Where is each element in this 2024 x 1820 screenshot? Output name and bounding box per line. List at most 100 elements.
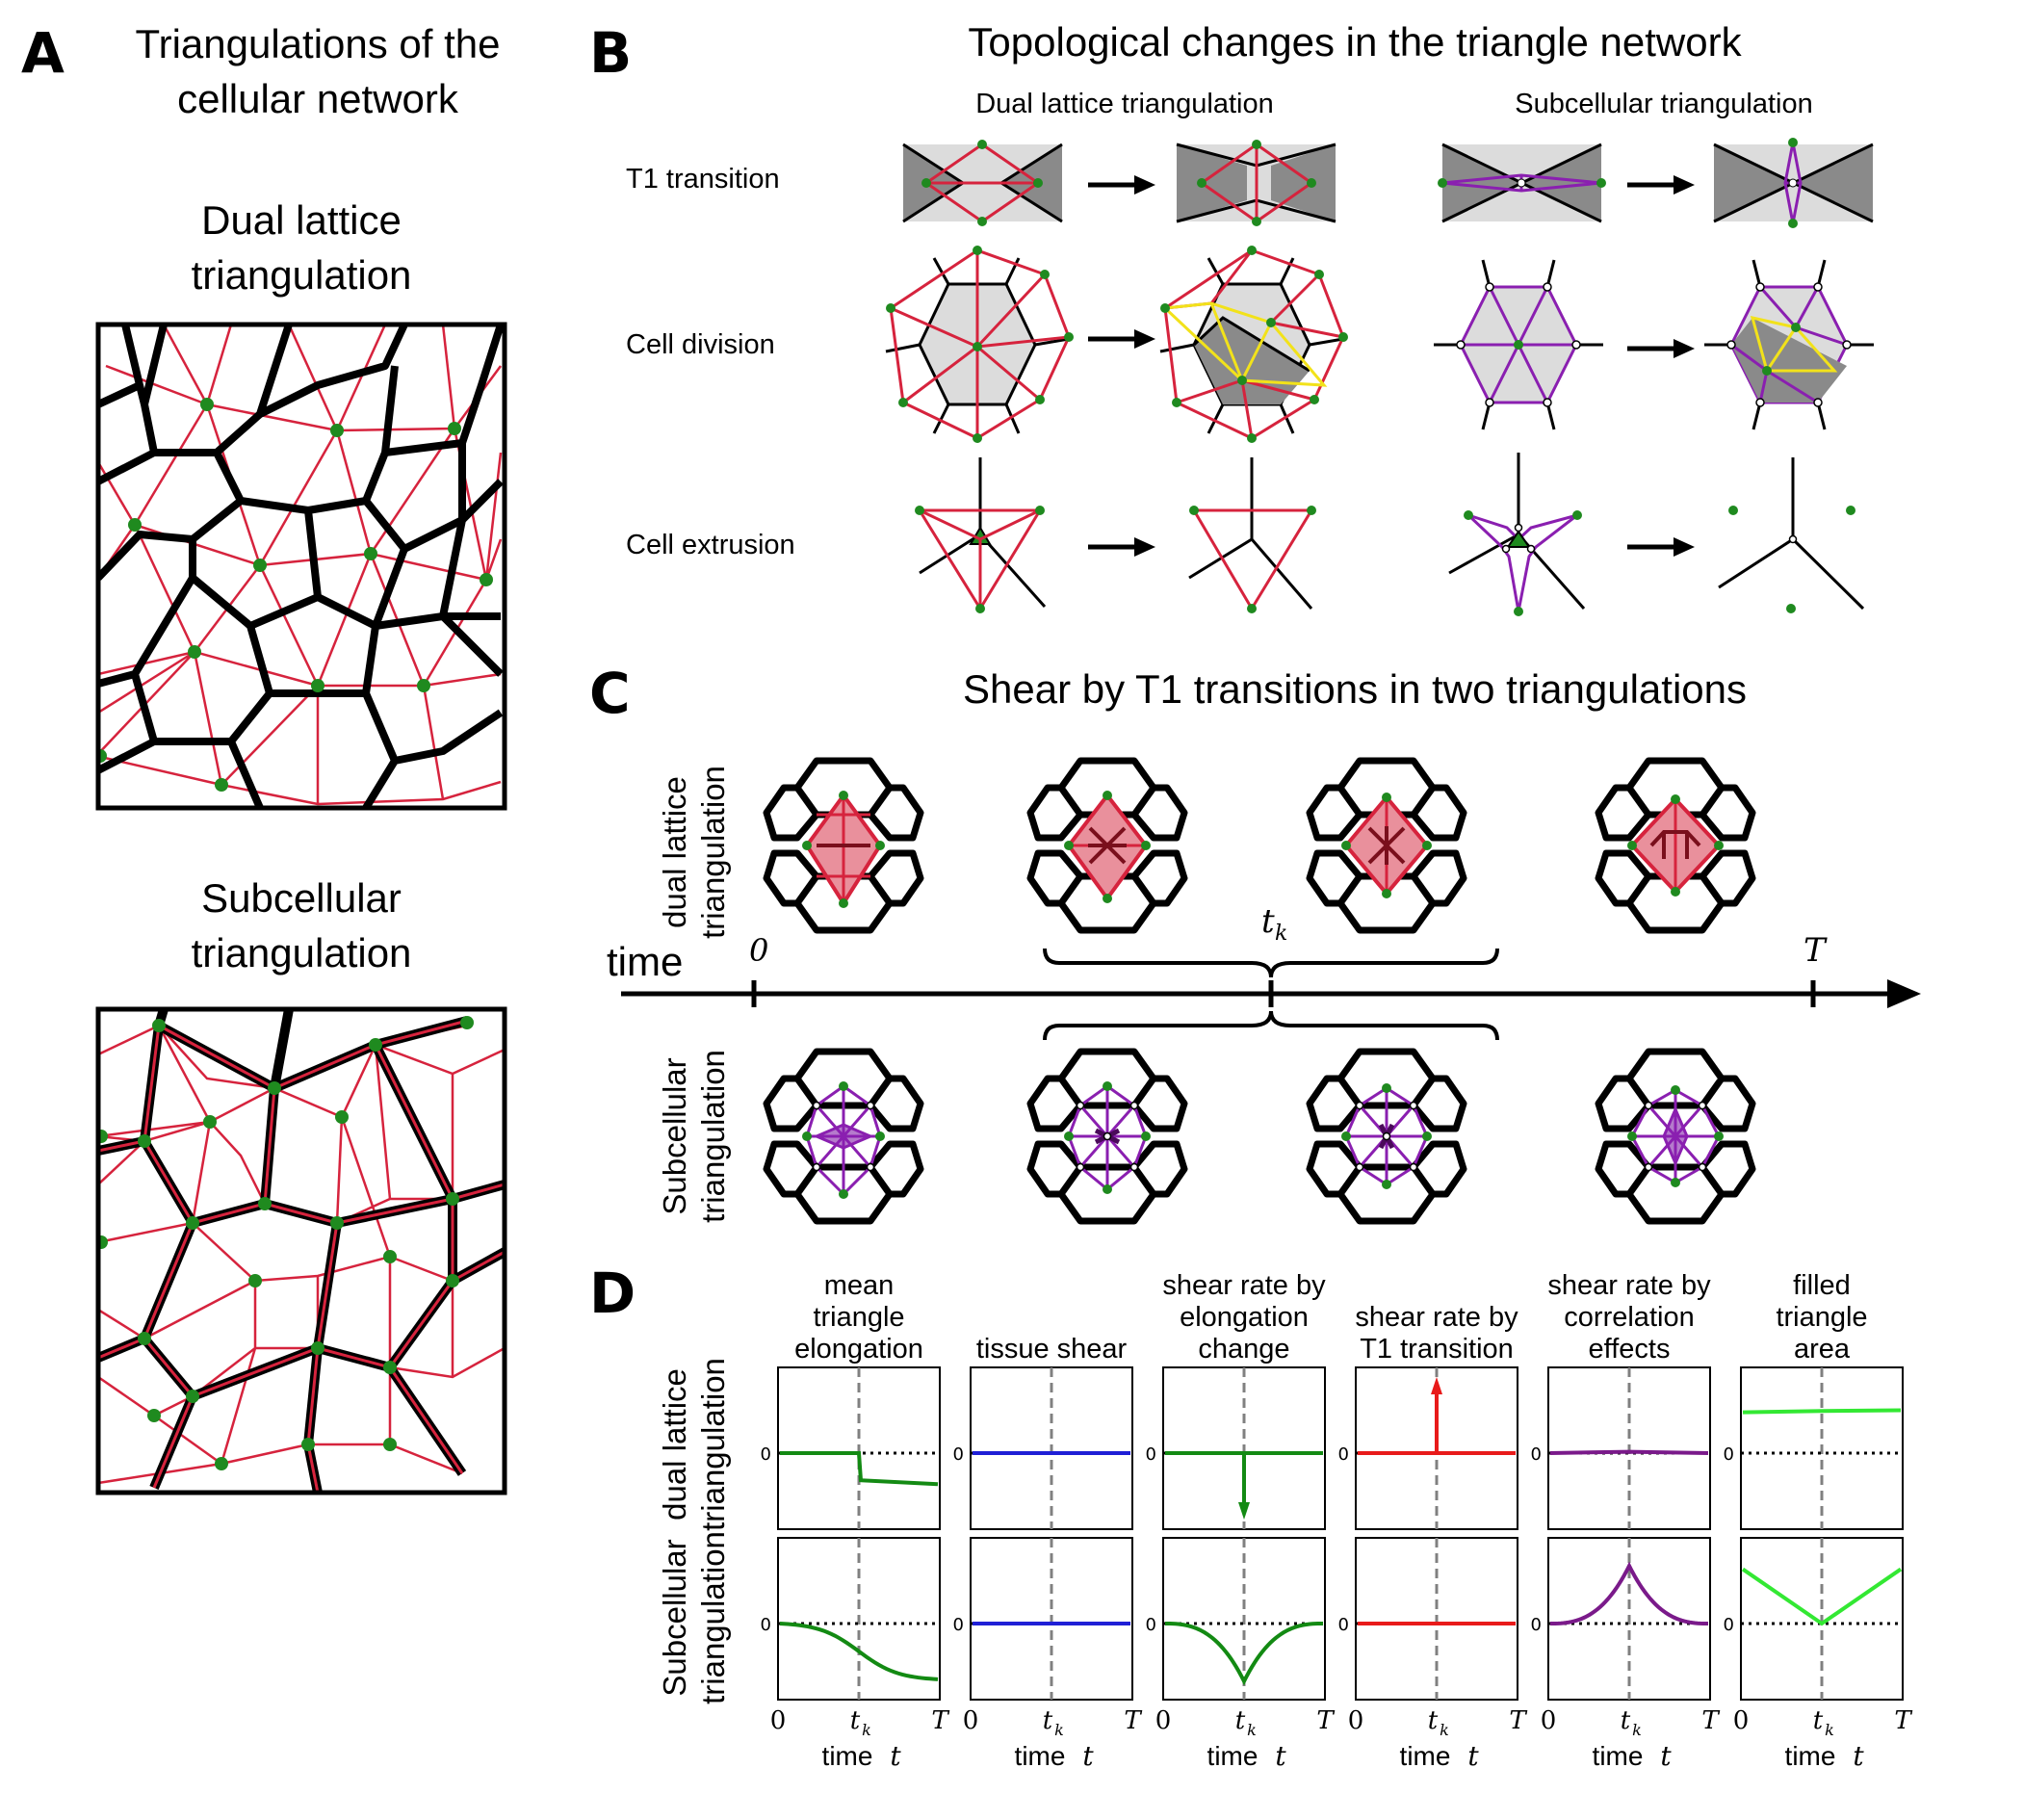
panel-d-xlabel-var: t (1275, 1740, 1286, 1772)
panel-a-dual-label-2: triangulation (192, 252, 412, 298)
panel-a-sub-label-2: triangulation (192, 930, 412, 975)
panel-d-zero-tick: 0 (1146, 1444, 1156, 1465)
panel-d-zero-tick: 0 (1531, 1444, 1542, 1465)
panel-d-xtick-tk-sub: k (1825, 1721, 1834, 1739)
panel-d-series-line (1742, 1408, 1902, 1415)
panel-d-delta-head (1238, 1502, 1250, 1520)
panel-c-sub-cluster-3 (1310, 1052, 1464, 1221)
panel-a-title-2: cellular network (177, 76, 459, 121)
panel-c-title: Shear by T1 transitions in two triangula… (963, 666, 1747, 712)
panel-d-letter: D (589, 1261, 636, 1326)
panel-d-xtick-0: 0 (1541, 1706, 1557, 1735)
panel-d-xlabel-var: t (1853, 1740, 1864, 1772)
panel-c-tick-T: T (1803, 931, 1828, 970)
panel-d-xlabel: time (1400, 1741, 1451, 1771)
panel-d-col-title: correlation (1564, 1302, 1694, 1333)
panel-c-sub-cluster-4 (1598, 1052, 1752, 1221)
panel-b-row-division: Cell division (626, 329, 775, 360)
panel-d-xtick-0: 0 (770, 1706, 787, 1735)
extrusion-dual-after (1188, 457, 1316, 613)
panel-c-tick-tk-sub: k (1275, 922, 1287, 946)
panel-d-row-sub-2: triangulation (695, 1531, 731, 1704)
panel-d-xtick-tk-sub: k (1440, 1721, 1449, 1739)
panel-d-xlabel: time (1015, 1741, 1066, 1771)
t1-dual-before (902, 140, 1063, 226)
panel-c-sub-cluster-1 (766, 1052, 921, 1221)
panel-d-xlabel-var: t (890, 1740, 901, 1772)
panel-a-sub-label-1: Subcellular (201, 875, 402, 921)
division-sub-after (1704, 259, 1874, 430)
extrusion-sub-before (1448, 453, 1586, 616)
panel-d-xtick-tk-sub: k (1054, 1721, 1064, 1739)
panel-d-xtick-0: 0 (963, 1706, 979, 1735)
division-sub-before (1434, 259, 1603, 430)
panel-d-xlabel: time (822, 1741, 873, 1771)
panel-d-col-title: filled (1793, 1270, 1851, 1301)
panel-d-col-title: triangle (1776, 1302, 1867, 1333)
panel-d-xtick-0: 0 (1348, 1706, 1364, 1735)
panel-d-zero-tick: 0 (761, 1615, 771, 1635)
panel-d-xlabel-var: t (1082, 1740, 1094, 1772)
panel-d-series-line (1741, 1567, 1903, 1626)
panel-d-zero-tick: 0 (1338, 1615, 1349, 1635)
panel-d-xlabel-var: t (1660, 1740, 1672, 1772)
panel-d-zero-tick: 0 (1338, 1444, 1349, 1465)
panel-c-dual-cluster-3 (1310, 761, 1464, 930)
panel-c-tick-tk: t (1261, 902, 1275, 941)
panel-d-series-line (1549, 1561, 1709, 1625)
panel-d-col-title: shear rate by (1162, 1270, 1326, 1301)
panel-d-zero-tick: 0 (1146, 1615, 1156, 1635)
panel-c-row-dual-2: triangulation (695, 766, 731, 939)
panel-d-zero-tick: 0 (1724, 1615, 1734, 1635)
panel-d-xtick-tk-sub: k (1247, 1721, 1257, 1739)
panel-d-col-title: triangle (813, 1302, 904, 1333)
panel-c-row-sub-2: triangulation (695, 1050, 731, 1223)
panel-a-letter: A (21, 20, 65, 86)
panel-c-row-sub-1: Subcellular (657, 1057, 692, 1214)
extrusion-dual-before (915, 457, 1047, 613)
panel-d-xtick-tk: t (850, 1706, 861, 1735)
panel-d-col-title: area (1794, 1334, 1851, 1365)
panel-d-col-title: elongation (1180, 1302, 1309, 1333)
panel-d-col-title: shear rate by (1547, 1270, 1711, 1301)
panel-d-xtick-0: 0 (1733, 1706, 1750, 1735)
panel-d-xtick-T: T (931, 1706, 949, 1735)
panel-b-col-dual: Dual lattice triangulation (975, 89, 1274, 119)
panel-c-row-dual-1: dual lattice (657, 776, 692, 928)
panel-b-row-t1: T1 transition (626, 164, 780, 195)
dual-lattice-network (95, 322, 507, 811)
panel-d-series-line (780, 1451, 939, 1487)
panel-d-xtick-T: T (1509, 1706, 1527, 1735)
panel-d-col-title: shear rate by (1355, 1302, 1518, 1333)
panel-d-row-dual-1: dual lattice (657, 1368, 692, 1521)
panel-d-xtick-tk: t (1043, 1706, 1053, 1735)
division-dual-before (885, 246, 1074, 443)
panel-d-zero-tick: 0 (1724, 1444, 1734, 1465)
panel-d-zero-tick: 0 (953, 1615, 964, 1635)
panel-d-xtick-tk: t (1428, 1706, 1439, 1735)
panel-d-col-title: change (1198, 1334, 1289, 1365)
panel-c-dual-cluster-1 (766, 761, 921, 930)
panel-d-col-title: effects (1589, 1334, 1671, 1365)
t1-sub-before (1438, 143, 1606, 223)
panel-d-zero-tick: 0 (1531, 1615, 1542, 1635)
panel-b-title: Topological changes in the triangle netw… (968, 19, 1742, 65)
panel-d-series-line (1164, 1622, 1324, 1686)
panel-d-col-title: mean (824, 1270, 895, 1301)
t1-dual-after (1176, 140, 1336, 226)
panel-d-xlabel: time (1593, 1741, 1644, 1771)
panel-d-row-dual-2: triangulation (695, 1358, 731, 1531)
t1-sub-after (1713, 138, 1874, 228)
extrusion-sub-after (1718, 457, 1865, 613)
panel-d-xlabel-var: t (1467, 1740, 1479, 1772)
panel-d-xtick-tk: t (1235, 1706, 1246, 1735)
panel-d-xtick-0: 0 (1155, 1706, 1172, 1735)
panel-d-xtick-T: T (1701, 1706, 1720, 1735)
panel-a-dual-label-1: Dual lattice (201, 197, 402, 243)
panel-c-time-axis (621, 948, 1921, 1041)
panel-d-delta-head (1431, 1377, 1442, 1394)
panel-c-dual-cluster-4 (1598, 761, 1752, 930)
panel-d-xtick-tk-sub: k (1632, 1721, 1642, 1739)
